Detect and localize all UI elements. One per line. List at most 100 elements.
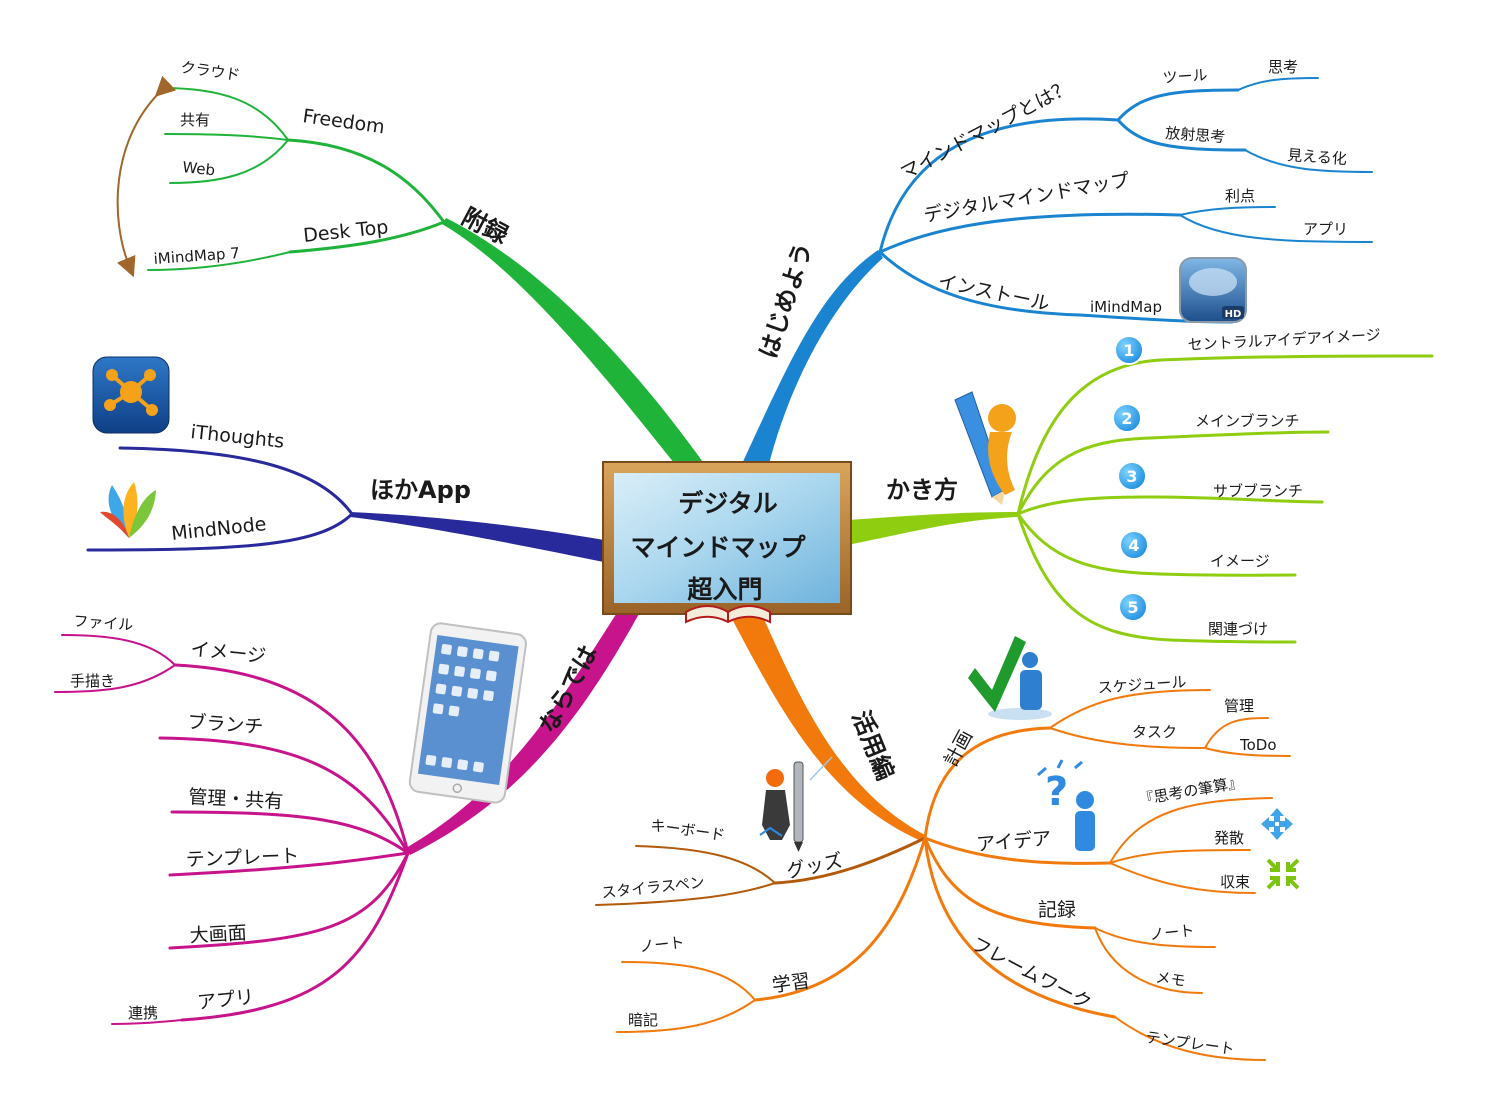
line-idea [923,836,1112,865]
line-desktop [288,220,446,254]
label-freedom: Freedom [301,105,386,138]
checkmark-person-icon [968,636,1052,720]
number-4-text: 4 [1128,536,1139,555]
line-anki [616,999,756,1033]
label-imindmap7: iMindMap 7 [153,244,240,268]
label-file: ファイル [73,612,134,634]
ithoughts-app-icon [92,356,170,434]
line-hissan [1109,797,1273,864]
label-branch: ブランチ [187,710,264,738]
line-image [173,663,410,855]
label-note-kiroku: ノート [1149,921,1196,944]
line-app [180,851,410,1022]
label-housha: 放射思考 [1165,124,1226,146]
label-kanri-katsuyou: 管理 [1224,697,1254,715]
line-kikata-5 [1016,512,1297,644]
line-framework [923,836,1117,1019]
label-todo: ToDo [1239,736,1277,754]
label-template-naradewa: テンプレート [185,845,299,871]
label-web: Web [182,158,216,179]
label-cloud: クラウド [179,58,241,84]
label-template-katsuyou: テンプレート [1144,1028,1235,1058]
label-mindmap: マインドマップとは？ [897,76,1075,185]
line-housha [1116,118,1247,152]
imindmap-hd-icon: HD [1179,257,1247,323]
central-image: デジタル マインドマップ 超入門 [602,461,852,624]
label-kikata-1: セントラルアイデアイメージ [1187,326,1381,354]
label-appli: アプリ [1303,220,1348,238]
label-hissan: 『思考の筆算』 [1138,773,1245,809]
label-framework: フレームワーク [968,933,1095,1015]
open-book-icon [685,605,771,624]
label-kanri-naradewa: 管理・共有 [188,786,284,813]
line-shikou [1237,77,1319,91]
label-riten: 利点 [1225,187,1255,205]
branch-group-naradewa [54,634,410,1025]
line-kikata-4 [1016,512,1297,577]
label-imindmap: iMindMap [1090,298,1162,316]
line-note [1094,927,1216,948]
hd-badge: HD [1225,309,1242,320]
label-schedule: スケジュール [1097,673,1187,697]
label-katsuyou: 活用編 [846,707,899,784]
line-file [61,634,176,666]
line-template-naradewa [168,851,410,877]
line-mieru [1244,149,1373,173]
label-task: タスク [1132,723,1177,741]
number-2-text: 2 [1121,409,1132,428]
main-branches [350,218,1018,855]
branch-group-hoka [86,446,354,552]
branch-group-goods [595,836,927,906]
branch-hajimeyou [740,250,883,468]
line-digital [878,212,1182,254]
center-title-line2: マインドマップ [630,533,806,562]
line-stylus [595,882,776,906]
line-mindnode [86,512,354,552]
line-schedule [1049,689,1211,729]
number-1-text: 1 [1123,341,1134,360]
label-shusoku: 収束 [1220,873,1250,891]
kikata-item-4: 4 イメージ [1119,530,1270,570]
label-hassan: 発散 [1214,829,1244,847]
branch-naradewa [406,608,640,855]
mindnode-app-icon [100,482,156,538]
number-5-icon [1118,592,1148,622]
label-kikata-4: イメージ [1210,552,1270,570]
label-mieru: 見える化 [1287,146,1348,168]
branch-hoka [350,512,604,562]
stylus-person-icon [759,756,833,852]
line-mindmap [878,117,1120,254]
line-kiroku [923,836,1097,930]
line-kanri [1204,717,1269,749]
label-image: イメージ [189,638,267,668]
line-memo [1094,927,1203,994]
kikata-items: 1 セントラルアイデアイメージ 2 メインブランチ 3 サブブランチ 4 イメー… [1112,326,1381,638]
label-mindnode: MindNode [170,513,267,545]
line-note-gakushu [621,961,756,1001]
converge-arrows-icon [1266,858,1300,890]
line-appli [1179,214,1373,243]
line-kyouyu [164,133,289,141]
line-web [169,139,289,184]
line-kikata-2 [1016,430,1330,516]
line-hassan [1109,849,1251,864]
line-template [1114,1016,1266,1061]
label-daigamen: 大画面 [189,922,247,947]
branch-katsuyou [730,610,925,841]
line-tool [1116,88,1240,122]
line-ithoughts [118,446,354,516]
line-daigamen [168,851,410,950]
line-cloud [161,87,289,141]
line-keyboard [635,845,776,884]
label-kikata-5: 関連づけ [1208,620,1268,638]
number-4-icon [1119,530,1149,560]
line-todo [1204,747,1291,757]
kikata-item-5: 5 関連づけ [1118,592,1268,638]
question-person-icon: ? [1037,759,1095,851]
label-note-gakushu: ノート [639,933,686,956]
line-keikaku [923,726,1052,840]
label-shikou: 思考 [1268,58,1298,76]
label-renkei: 連携 [128,1004,158,1022]
line-branch [158,736,410,855]
